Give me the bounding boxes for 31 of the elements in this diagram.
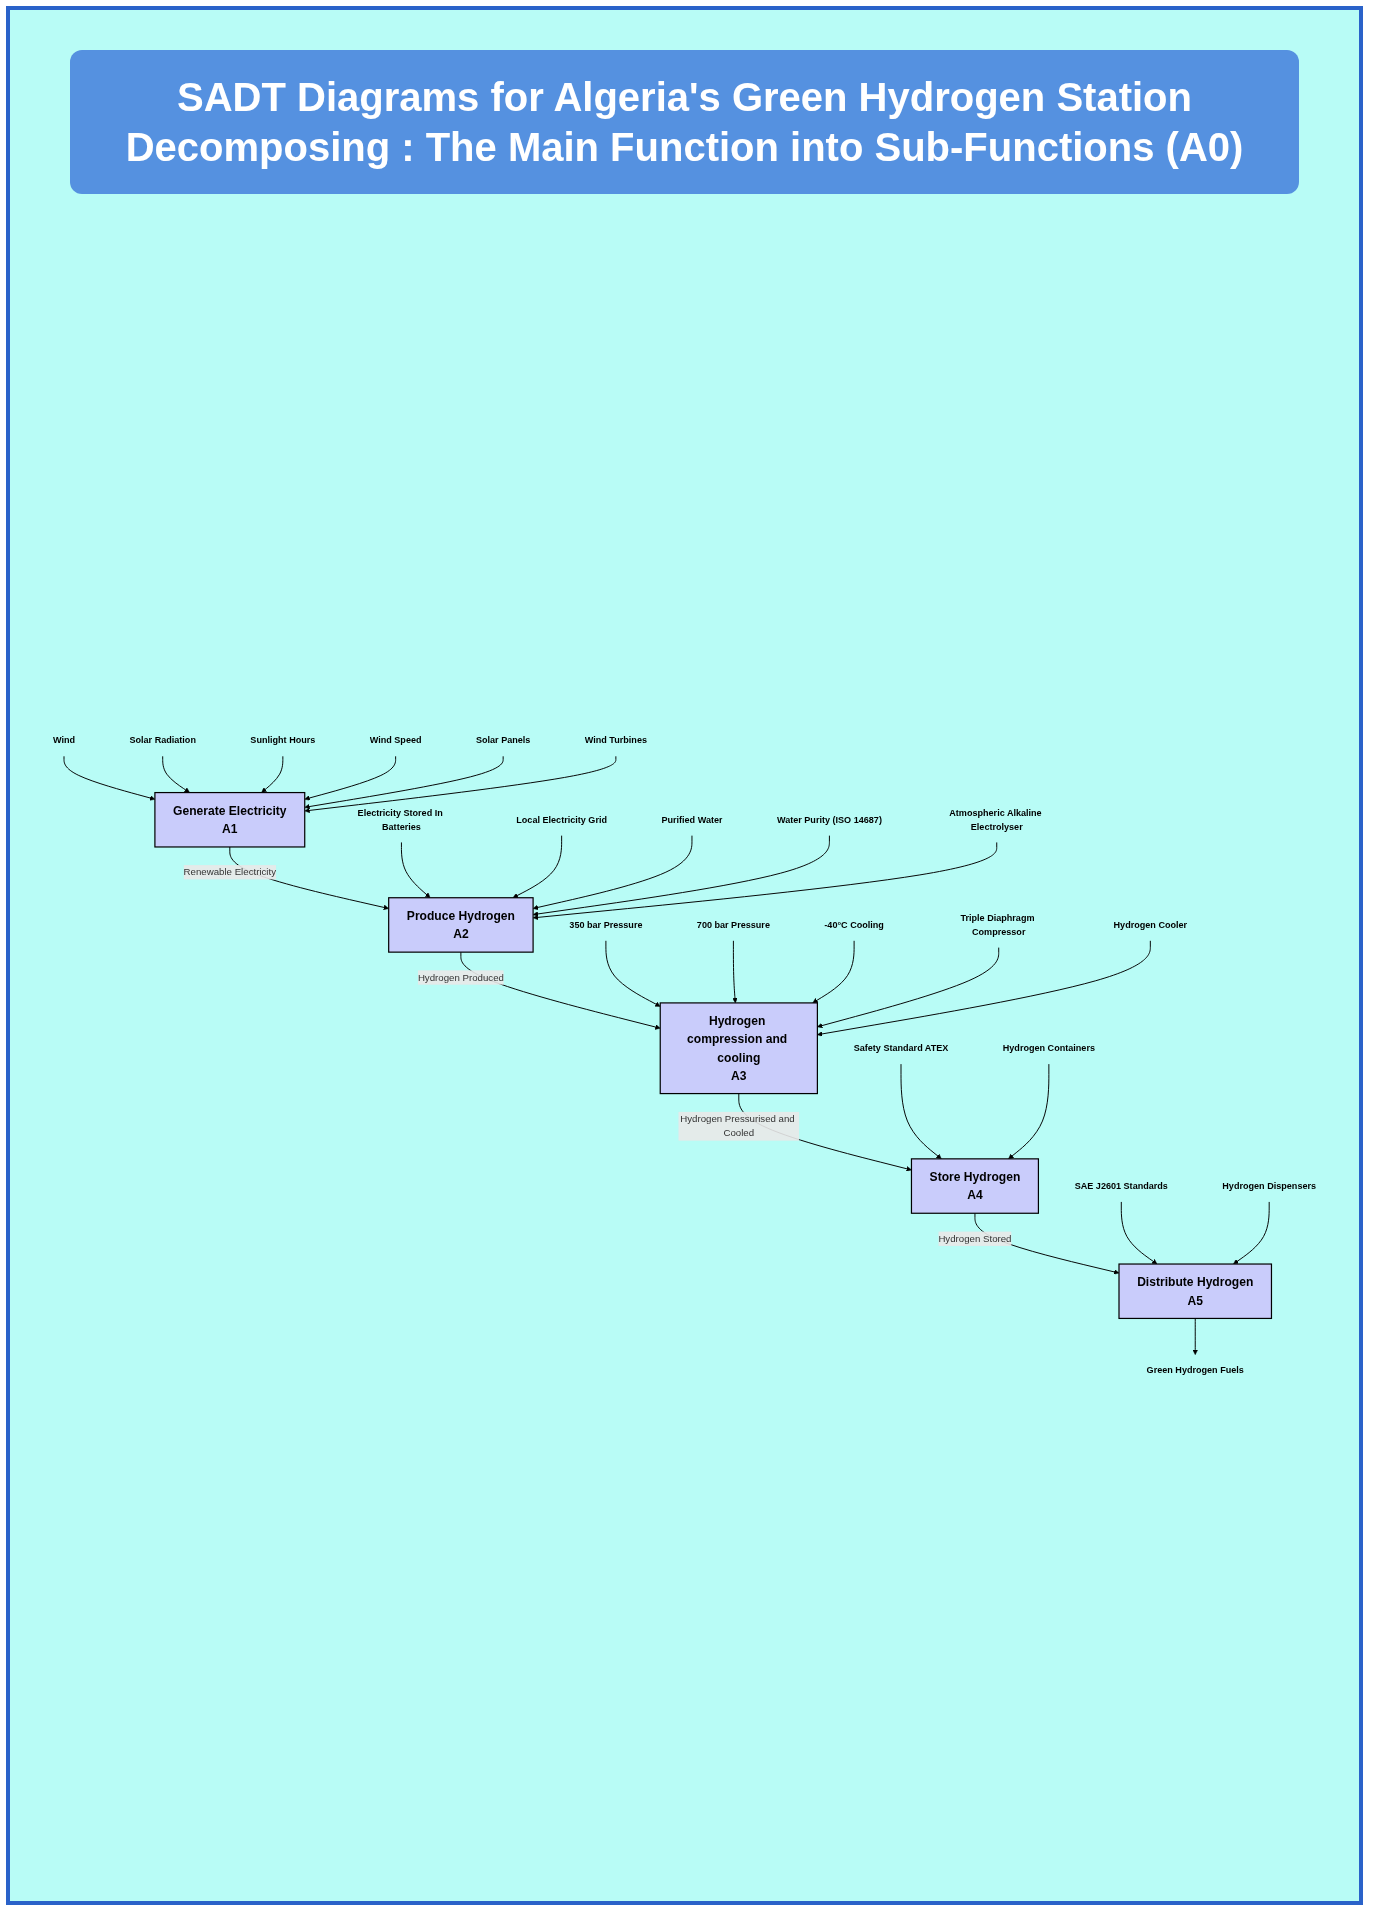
node-text: -40°C Cooling bbox=[824, 919, 884, 930]
node-text: Hydrogen Cooler bbox=[1113, 919, 1188, 930]
node-text: Sunlight Hours bbox=[250, 734, 316, 746]
node-text: Hydrogen Dispensers bbox=[1222, 1180, 1317, 1191]
node-text: Green Hydrogen Fuels bbox=[1146, 1364, 1244, 1376]
node-text: Atmospheric Alkaline Electrolyser bbox=[949, 807, 1042, 832]
node-text: Solar Panels bbox=[475, 734, 531, 746]
node-box: Store Hydrogen A4 bbox=[910, 1158, 1040, 1214]
node-text: 350 bar Pressure bbox=[569, 919, 643, 930]
node-text: Electricity Stored In Batteries bbox=[357, 807, 443, 832]
node-text: Hydrogen Containers bbox=[1002, 1042, 1095, 1053]
edge-label: Renewable Electricity bbox=[183, 866, 277, 878]
title-banner: SADT Diagrams for Algeria's Green Hydrogen Station Decomposing : The Main Function into Sub-Functions (A0) bbox=[70, 50, 1299, 194]
node-text: Local Electricity Grid bbox=[516, 814, 607, 825]
node-box: Produce Hydrogen A2 bbox=[388, 897, 534, 953]
edge-label: Hydrogen Produced bbox=[417, 972, 504, 983]
node-text: Triple Diaphragm Compressor bbox=[960, 912, 1035, 937]
node-text: Wind Speed bbox=[369, 734, 422, 746]
node-text: Water Purity (ISO 14687) bbox=[776, 814, 882, 825]
node-text: Purified Water bbox=[661, 814, 723, 825]
edge-label: Hydrogen Stored bbox=[938, 1233, 1012, 1244]
node-box: Distribute Hydrogen A5 bbox=[1118, 1263, 1273, 1320]
node-box: Generate Electricity A1 bbox=[154, 791, 306, 848]
edge-label: Hydrogen Pressurised and Cooled bbox=[680, 1113, 795, 1139]
node-text: 700 bar Pressure bbox=[696, 919, 770, 930]
node-text: Safety Standard ATEX bbox=[853, 1042, 949, 1053]
node-text: SAE J2601 Standards bbox=[1074, 1180, 1168, 1191]
node-box: Hydrogen compression and cooling A3 bbox=[659, 1002, 818, 1095]
node-text: Solar Radiation bbox=[129, 734, 196, 746]
node-text: Wind bbox=[52, 734, 76, 746]
node-text: Wind Turbines bbox=[584, 734, 647, 746]
